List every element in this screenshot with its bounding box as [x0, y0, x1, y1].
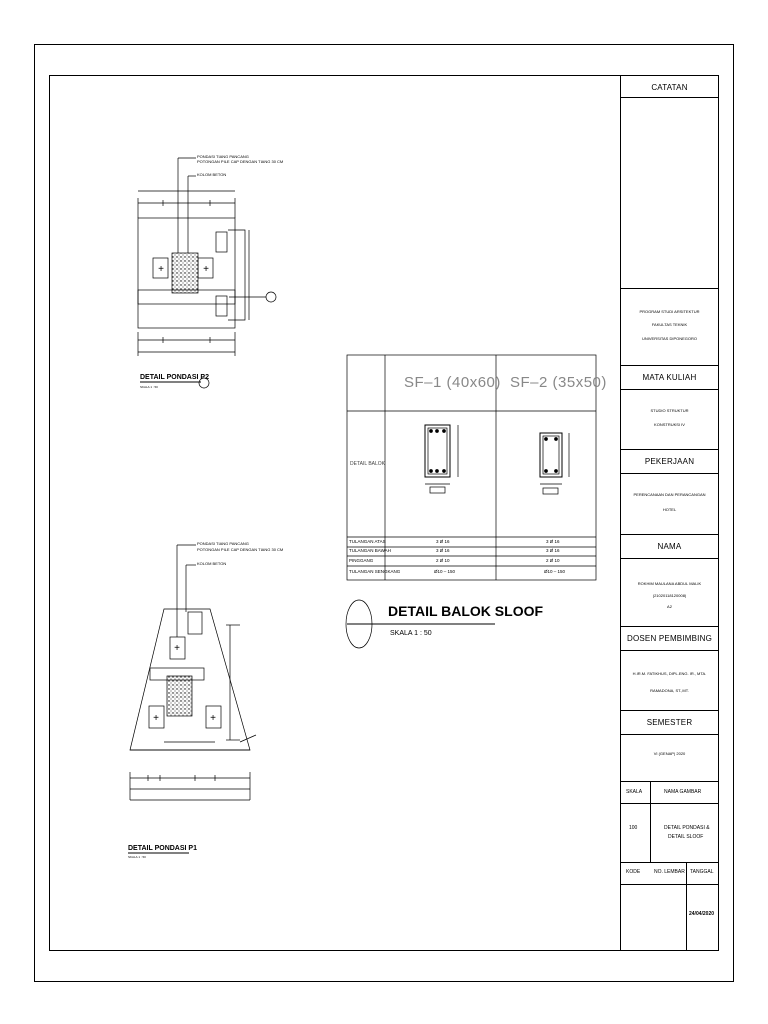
p2-caption: DETAIL PONDASI P2 [140, 374, 209, 381]
mata-kuliah-line-2: KONSTRUKSI IV [654, 422, 685, 427]
nama-line-2: (21020118120008) [652, 593, 687, 598]
row-label-tulangan-bawah: TULANGAN BAWAH [349, 548, 391, 553]
p1-pile-top-mark: + [174, 643, 180, 654]
sf1-header: SF–1 (40x60) [404, 374, 501, 391]
pekerjaan-label: PEKERJAAN [644, 457, 695, 466]
tanggal-label: TANGGAL [690, 869, 714, 875]
dosen-label: DOSEN PEMBIMBING [627, 634, 712, 643]
sheet-outer-border [34, 44, 734, 982]
sf2-tulangan-bawah: 3 Ø 16 [546, 548, 560, 553]
institution-line-1: PROGRAM STUDI ARSITEKTUR [639, 309, 700, 314]
institution-line-3: UNIVERSITAS DIPONEGORO [641, 336, 698, 341]
dosen-line-1: H.IR.M. FATIKHUS, DIPL.ENG. IR., MTA. [632, 671, 707, 676]
kode-label: KODE [626, 869, 641, 875]
sheet-inner-border [49, 75, 719, 951]
p1-plan [128, 544, 257, 854]
detail-balok-row-label: DETAIL BALOK [350, 461, 386, 467]
p1-leader-2: POTONGAN PILE CAP DENGAN TIANG 30 CM [197, 547, 284, 552]
nama-gambar-label: NAMA GAMBAR [664, 789, 702, 795]
mata-kuliah-label: MATA KULIAH [642, 373, 697, 382]
tanggal-value: 24/04/2020 [689, 911, 715, 917]
nama-label: NAMA [657, 542, 682, 551]
sf2-sengkang: Ø10 – 150 [544, 569, 566, 574]
sf1-sengkang: Ø10 – 150 [434, 569, 456, 574]
sf1-tulangan-atas: 3 Ø 16 [436, 539, 450, 544]
row-label-tulangan-atas: TULANGAN ATAS [349, 539, 386, 544]
no-lembar-label: NO. LEMBAR [654, 869, 685, 875]
dosen-line-2: RAMADONA, ST.,MT. [650, 688, 689, 693]
p1-pile-right-mark: + [210, 713, 216, 724]
sf2-tulangan-atas: 3 Ø 16 [546, 539, 560, 544]
skala-value: 100 [629, 825, 638, 831]
skala-label: SKALA [626, 789, 643, 795]
nama-gambar-line-1: DETAIL PONDASI & [664, 825, 710, 831]
sloof-caption-title: DETAIL BALOK SLOOF [388, 603, 544, 619]
sloof-table-grid [345, 354, 597, 649]
p1-leader-3: KOLOM BETON [197, 561, 227, 566]
p1-scale: SKALA 1 : 50 [128, 855, 146, 859]
p2-leader-2: POTONGAN PILE CAP DENGAN TIANG 30 CM [197, 159, 284, 164]
row-label-sengkang: TULANGAN SENGKANG [349, 569, 401, 574]
catatan-label: CATATAN [651, 83, 688, 92]
p1-leader-1: PONDASI TIANG PANCANG [197, 541, 249, 546]
pekerjaan-line-1: PERENCANAAN DAN PERANCANGAN [633, 492, 706, 497]
p2-plan [137, 157, 277, 389]
nama-line-1: ROKHIM MAULANA ABDUL MALIK [637, 581, 702, 586]
p1-caption: DETAIL PONDASI P1 [128, 845, 197, 852]
p2-scale: SKALA 1 : 50 [140, 385, 158, 389]
p2-leader-1: PONDASI TIANG PANCANG [197, 154, 249, 159]
sf1-pinggang: 2 Ø 10 [436, 558, 450, 563]
sf1-tulangan-bawah: 3 Ø 16 [436, 548, 450, 553]
sf2-pinggang: 2 Ø 10 [546, 558, 560, 563]
nama-line-3: A2 [667, 604, 672, 609]
row-label-pinggang: PINGGANG [349, 558, 374, 563]
p2-leader-3: KOLOM BETON [197, 172, 227, 177]
semester-label: SEMESTER [646, 718, 693, 727]
p2-pile-right-mark: + [203, 264, 209, 275]
title-block [620, 75, 719, 951]
semester-value: VI (GENAP) 2020 [653, 751, 686, 756]
institution-line-2: FAKULTAS TEKNIK [651, 322, 688, 327]
nama-gambar-line-2: DETAIL SLOOF [668, 834, 704, 840]
p1-pile-left-mark: + [153, 713, 159, 724]
mata-kuliah-line-1: STUDIO STRUKTUR [650, 408, 689, 413]
p2-pile-left-mark: + [158, 264, 164, 275]
sf2-header: SF–2 (35x50) [510, 374, 607, 391]
sloof-caption-scale: SKALA 1 : 50 [390, 630, 432, 637]
pekerjaan-line-2: HOTEL [662, 507, 677, 512]
